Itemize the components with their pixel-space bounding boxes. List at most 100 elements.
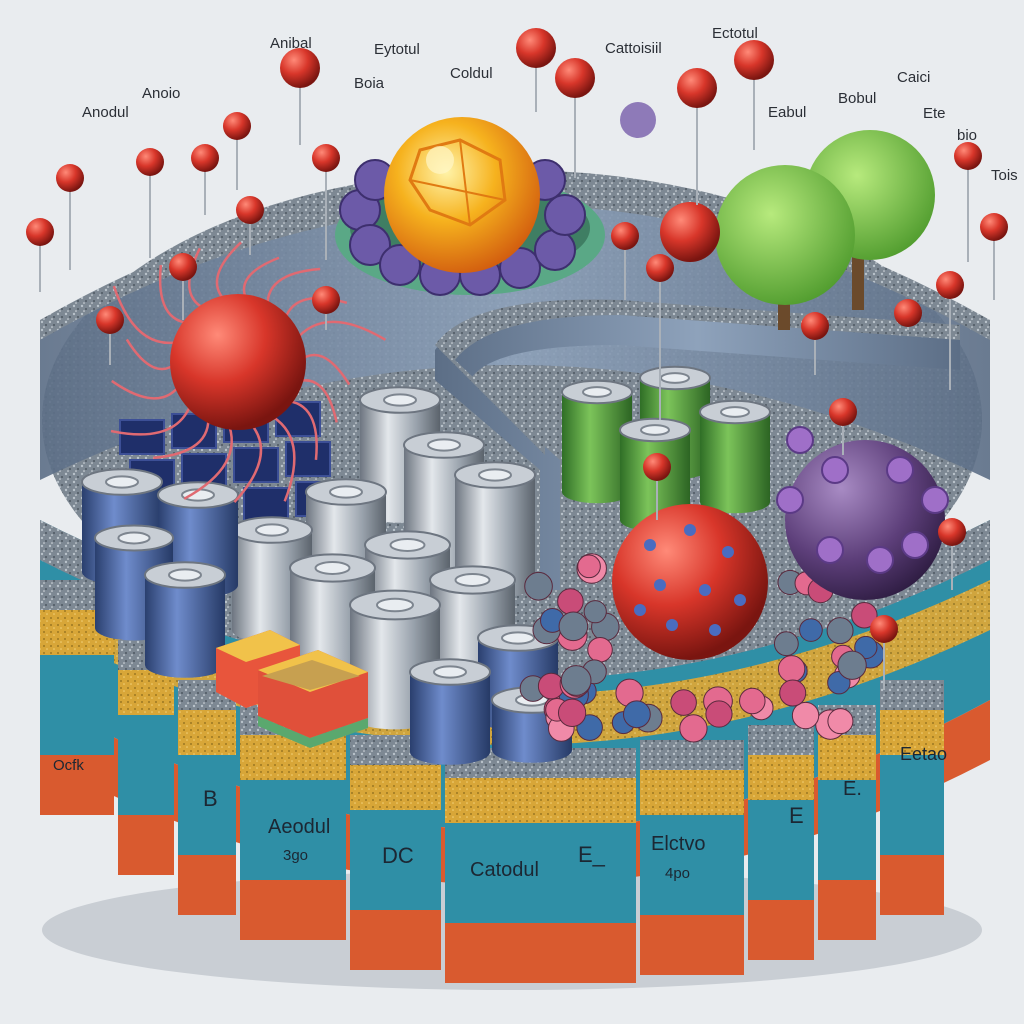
pin-marker [223, 112, 251, 190]
bead [773, 631, 799, 657]
pin-marker [136, 148, 164, 258]
bead [577, 554, 601, 579]
pin-markers [26, 28, 1008, 690]
pin-marker [96, 306, 124, 365]
top-label: Boia [354, 75, 385, 92]
green-cells [561, 365, 771, 532]
purple-knob [886, 456, 914, 484]
bead [544, 194, 586, 236]
segment-block [818, 705, 876, 940]
small-red-sphere [660, 202, 720, 262]
bead [583, 600, 607, 624]
pin-marker [56, 164, 84, 270]
top-label: Anodul [82, 104, 129, 121]
purple-knob [776, 486, 804, 514]
top-label: Ete [923, 105, 946, 122]
top-label: Eytotul [374, 41, 420, 58]
dendrite [267, 412, 296, 502]
segment-block [640, 740, 744, 975]
pin-marker [312, 144, 340, 260]
bead [799, 618, 823, 642]
dark-cube [119, 419, 165, 455]
bead [670, 689, 697, 716]
bead [349, 224, 391, 266]
bead [851, 601, 878, 629]
dendrite [183, 420, 233, 500]
purple-sphere [776, 426, 949, 600]
battery-cell [699, 399, 771, 514]
segment-block [178, 680, 236, 915]
purple-knob [786, 426, 814, 454]
bead [587, 636, 613, 663]
pin-marker [980, 213, 1008, 300]
pin-marker [26, 218, 54, 292]
segment-block [118, 640, 174, 875]
blue-dot [699, 584, 711, 596]
segment-block [350, 735, 441, 970]
top-label: Anoio [142, 85, 180, 102]
channel-wall [435, 299, 960, 590]
layer-blocks [216, 630, 368, 748]
segment-label: Eetao [900, 744, 947, 764]
segment-label: DC [382, 843, 414, 868]
segment-label: 4po [665, 865, 690, 882]
battery-cell [409, 658, 491, 765]
red-dotted-sphere [612, 504, 768, 660]
pin-marker [646, 254, 674, 420]
bead [826, 617, 854, 645]
pin-marker [611, 222, 639, 300]
bead [499, 247, 541, 289]
segment-label: Elctvo [651, 833, 705, 855]
tree-left [715, 165, 855, 330]
purple-knob [901, 531, 929, 559]
bead [379, 244, 421, 286]
bead [558, 611, 589, 642]
blue-dot [644, 539, 656, 551]
bead [524, 571, 553, 601]
bead [557, 698, 587, 727]
bead [739, 687, 766, 715]
purple-knob [921, 486, 949, 514]
top-label: Cattoisiil [605, 40, 662, 57]
bead [854, 635, 878, 660]
segment-label: 3go [283, 847, 308, 864]
segment-blocks [40, 580, 944, 983]
pin-marker [870, 615, 898, 690]
bead [622, 700, 651, 729]
segment-block [880, 680, 944, 915]
segment-label: E. [843, 778, 862, 800]
bead [827, 708, 854, 735]
bead [557, 588, 584, 615]
bead [791, 701, 820, 730]
pin-marker [643, 453, 671, 520]
top-label: Coldul [450, 65, 493, 82]
blue-dot [666, 619, 678, 631]
purple-knob [816, 536, 844, 564]
dendrite [110, 400, 194, 436]
bead [679, 714, 708, 743]
pin-marker [829, 398, 857, 455]
pin-marker [677, 68, 717, 205]
bead [777, 655, 806, 683]
dendrite [112, 285, 182, 344]
bead [837, 650, 867, 680]
pin-marker [894, 299, 922, 330]
bead [534, 229, 576, 271]
pin-marker [734, 40, 774, 150]
pin-marker [236, 196, 264, 255]
segment-block [748, 725, 814, 960]
top-label: bio [957, 127, 977, 144]
blue-dot [734, 594, 746, 606]
top-label: Bobul [838, 90, 876, 107]
bead-field [519, 553, 885, 743]
segment-label: Ocfk [53, 757, 84, 774]
blue-dot [722, 546, 734, 558]
segment-label: B [203, 786, 218, 811]
blue-dot [634, 604, 646, 616]
segment-label: Catodul [470, 859, 539, 881]
neuron-sphere [110, 241, 387, 503]
